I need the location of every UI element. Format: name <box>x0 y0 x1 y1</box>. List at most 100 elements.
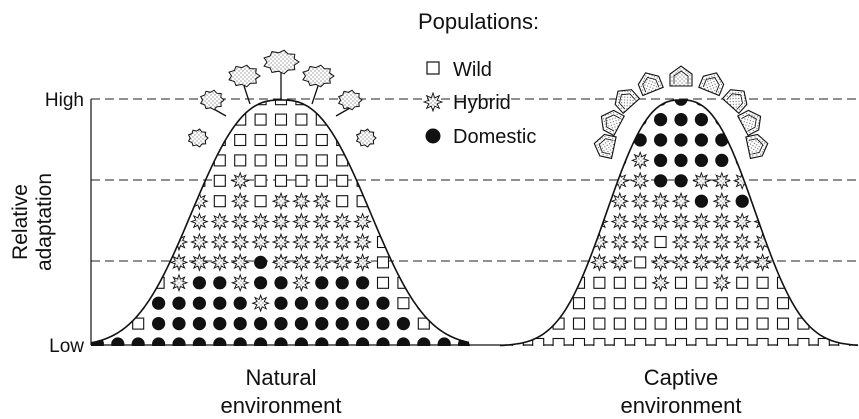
wild-marker <box>500 298 511 309</box>
domestic-marker <box>572 174 586 188</box>
wild-marker <box>72 196 83 207</box>
hybrid-marker <box>230 273 250 293</box>
domestic-marker <box>376 296 390 310</box>
domestic-marker <box>817 235 831 249</box>
domestic-marker <box>450 256 463 269</box>
domestic-marker <box>552 72 565 85</box>
domestic-marker <box>500 255 504 269</box>
wild-marker <box>172 174 186 187</box>
domestic-marker <box>389 174 402 187</box>
wild-marker <box>254 113 267 126</box>
domestic-marker <box>430 154 443 167</box>
hybrid-marker <box>610 253 630 272</box>
domestic-marker <box>356 276 370 290</box>
wild-marker <box>10 155 21 166</box>
domestic-marker <box>531 276 545 290</box>
wild-marker <box>572 317 586 330</box>
wild-marker <box>736 337 749 346</box>
domestic-marker <box>409 72 422 85</box>
domestic-marker <box>470 154 483 167</box>
hybrid-marker <box>312 212 332 231</box>
wild-marker <box>552 337 565 346</box>
wild-marker <box>458 276 470 289</box>
hybrid-marker <box>753 253 772 272</box>
domestic-marker <box>776 153 790 167</box>
domestic-marker <box>409 276 422 289</box>
wild-marker <box>695 297 708 310</box>
wild-marker <box>634 276 647 289</box>
natural-adaptation-curve <box>90 99 470 344</box>
wild-marker <box>91 133 104 147</box>
domestic-marker <box>254 317 268 331</box>
wild-marker <box>315 133 328 147</box>
wild-marker <box>111 256 124 269</box>
domestic-marker <box>396 337 410 346</box>
wild-marker <box>451 318 462 329</box>
wild-marker <box>520 318 531 329</box>
wild-marker <box>0 257 1 268</box>
wild-marker <box>0 318 1 329</box>
hybrid-marker <box>251 293 270 313</box>
domestic-marker <box>409 133 422 146</box>
domestic-marker <box>552 235 566 249</box>
domestic-marker <box>838 72 851 85</box>
domestic-marker <box>430 174 443 187</box>
wild-marker <box>634 256 647 269</box>
wild-marker <box>72 298 83 309</box>
domestic-marker <box>552 276 566 290</box>
wild-marker <box>91 297 104 310</box>
wild-marker <box>541 175 552 186</box>
hybrid-marker <box>692 232 711 252</box>
domestic-marker <box>389 215 402 228</box>
legend-title: Populations: <box>418 9 539 34</box>
domestic-marker <box>531 255 545 269</box>
wild-marker <box>458 317 470 330</box>
domestic-marker <box>315 337 329 346</box>
domestic-marker <box>335 276 349 290</box>
domestic-marker <box>796 255 811 269</box>
wild-marker <box>132 317 145 330</box>
domestic-marker <box>500 153 504 167</box>
wild-marker <box>458 195 470 208</box>
hybrid-marker <box>671 212 691 231</box>
domestic-marker <box>500 276 504 290</box>
wild-marker <box>561 155 572 166</box>
domestic-marker <box>674 100 688 106</box>
hybrid-marker <box>251 232 270 252</box>
wild-marker <box>376 195 390 208</box>
hybrid-marker <box>630 191 650 211</box>
wild-marker <box>417 235 430 249</box>
domestic-marker <box>531 174 545 188</box>
wild-marker <box>572 256 586 269</box>
axis-high-label: High <box>45 90 84 111</box>
wild-marker <box>234 133 247 147</box>
hybrid-marker <box>312 253 332 272</box>
wild-marker <box>520 175 531 186</box>
domestic-marker <box>531 194 545 208</box>
hybrid-marker <box>651 273 670 293</box>
hybrid-marker <box>671 191 691 211</box>
wild-marker <box>480 257 491 268</box>
domestic-marker <box>478 337 491 350</box>
wild-marker <box>295 113 308 126</box>
domestic-marker <box>674 113 688 127</box>
domestic-marker <box>572 194 586 208</box>
domestic-marker <box>450 276 463 289</box>
axis-low-label: Low <box>49 336 84 357</box>
hybrid-marker <box>590 253 609 272</box>
hybrid-marker <box>712 253 732 272</box>
hybrid-marker <box>271 212 291 231</box>
domestic-marker <box>396 317 410 331</box>
domestic-marker <box>409 113 422 126</box>
domestic-marker <box>356 317 370 331</box>
wild-marker <box>152 195 165 208</box>
wild-marker <box>376 174 390 187</box>
legend-label-hybrid: Hybrid <box>453 92 511 114</box>
wild-marker <box>438 317 451 330</box>
wild-marker <box>613 297 626 310</box>
hybrid-marker <box>610 191 630 211</box>
wild-marker <box>111 317 124 330</box>
domestic-marker <box>389 113 402 126</box>
wild-marker <box>31 318 42 329</box>
wild-marker <box>736 276 749 289</box>
